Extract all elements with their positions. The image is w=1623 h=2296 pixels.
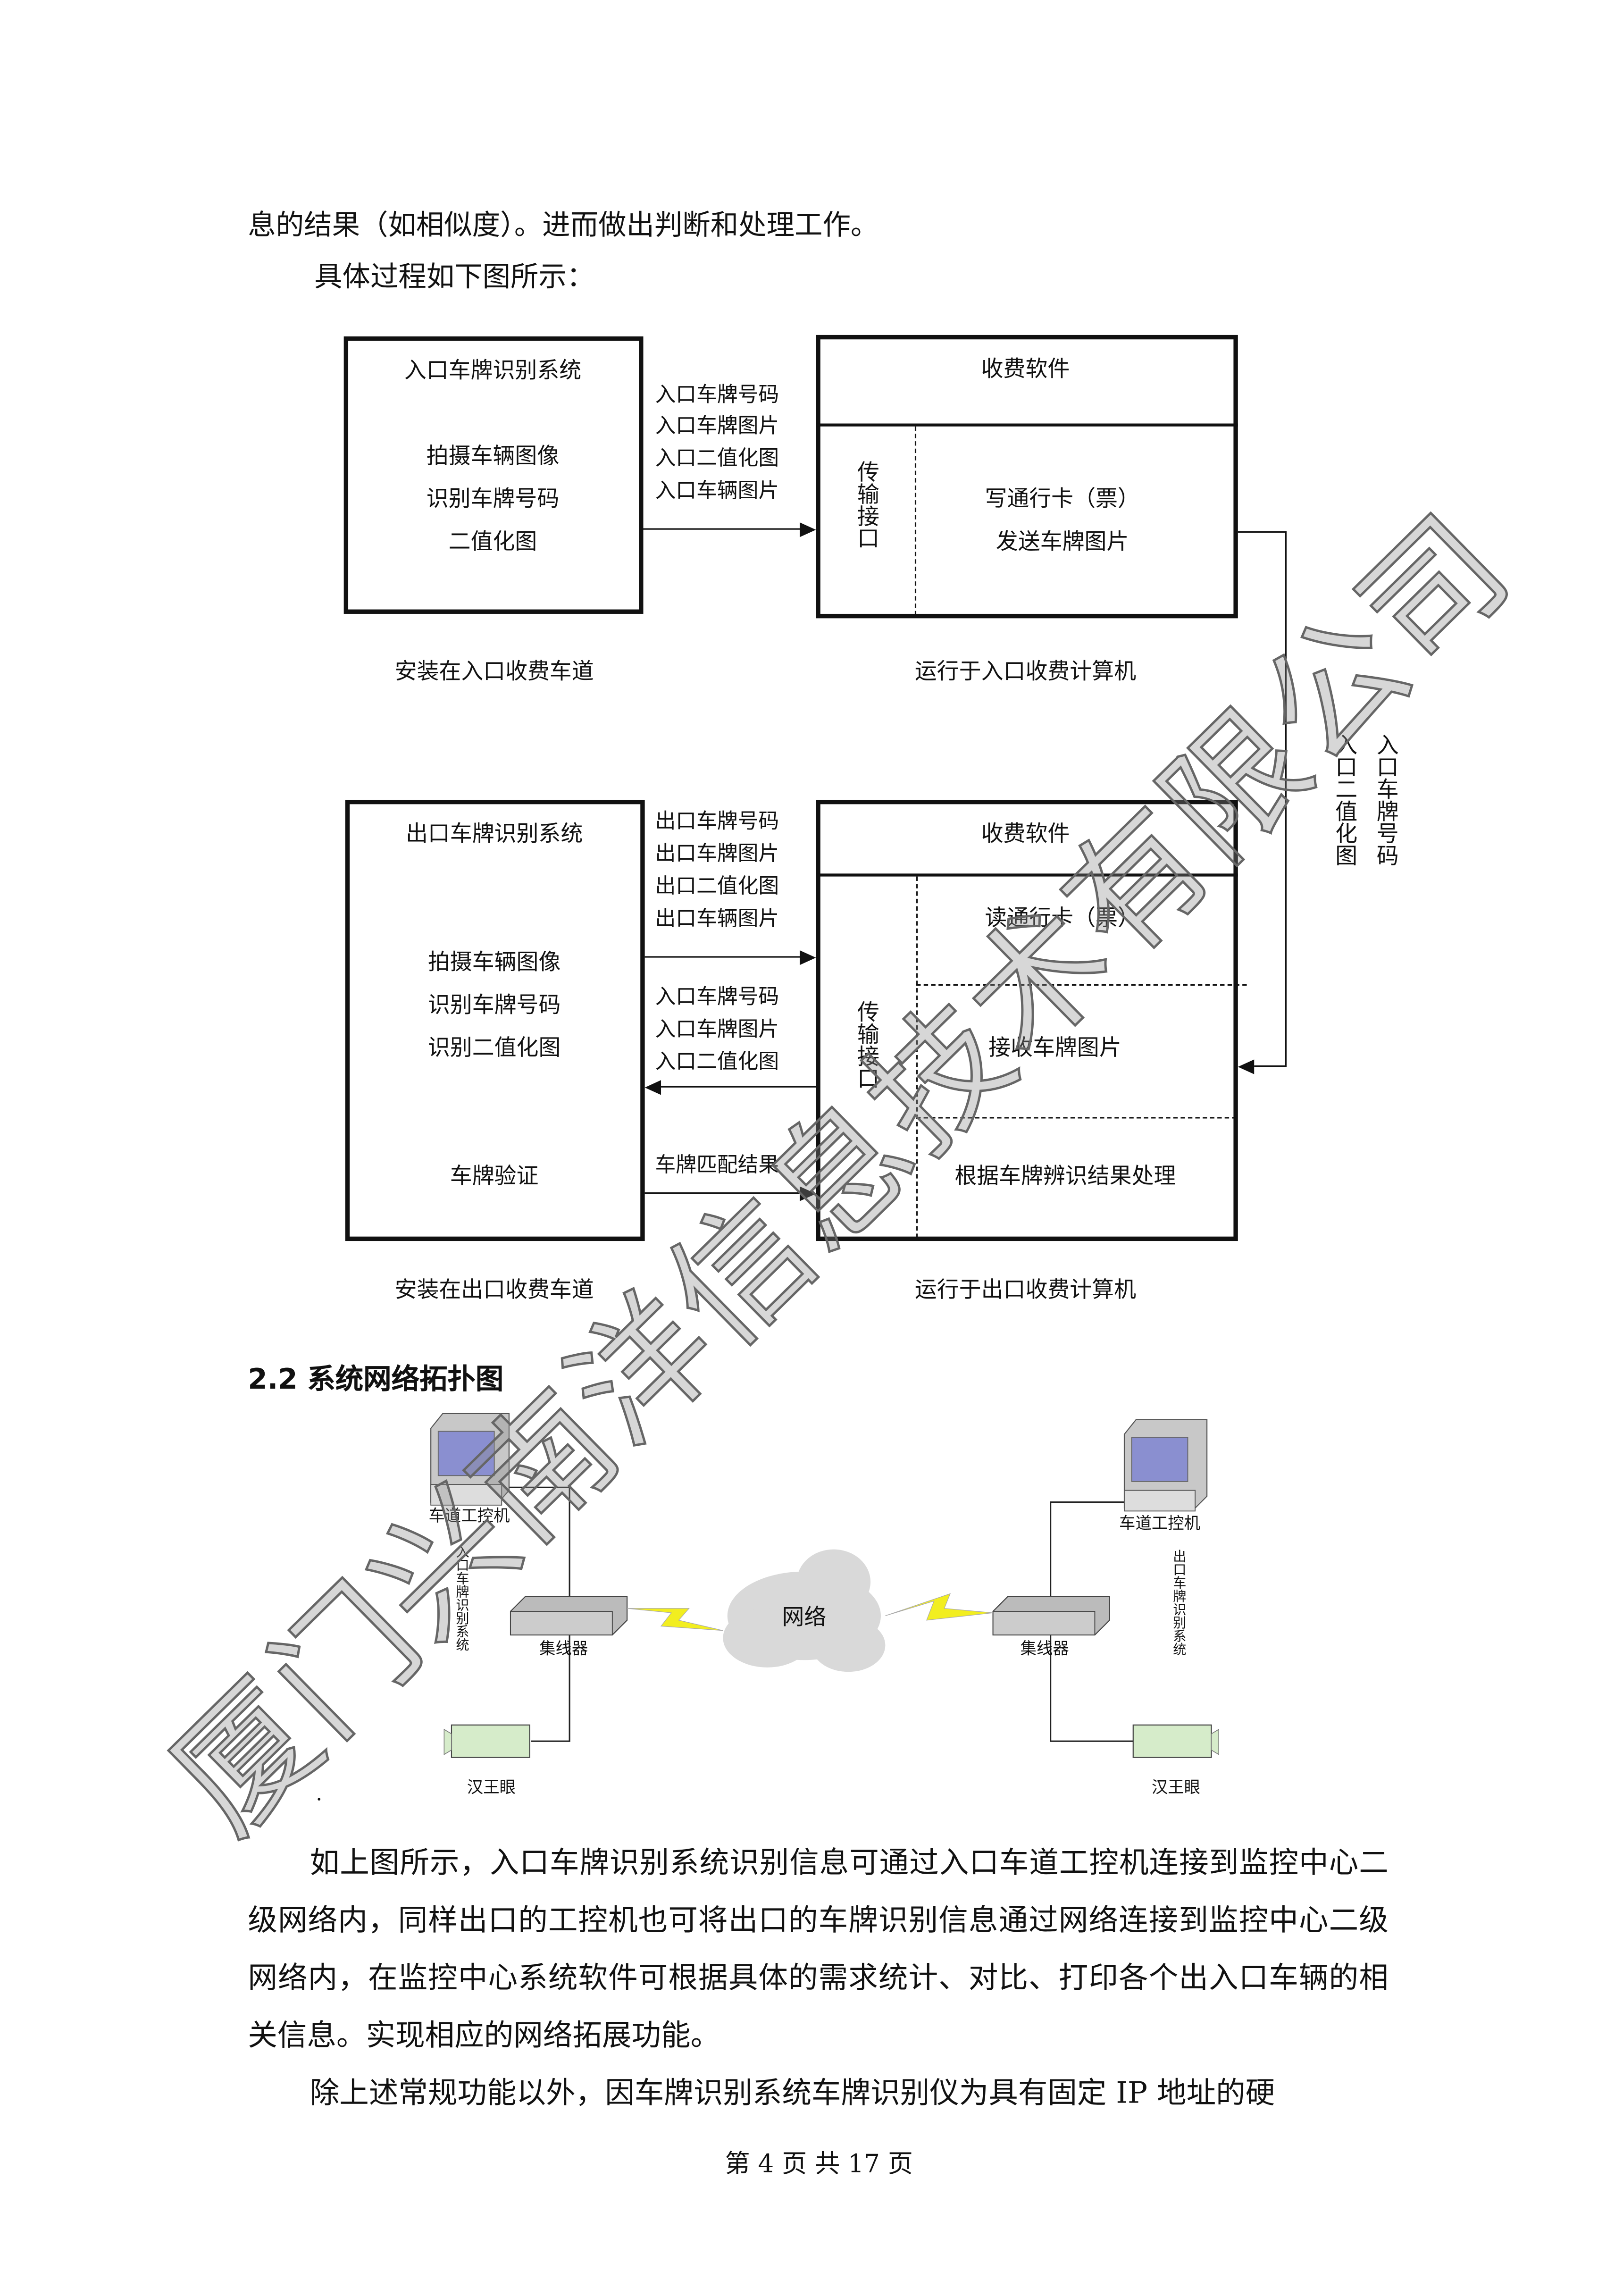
dashed-divider (916, 1117, 1237, 1119)
entry-system-item: 二值化图 (448, 528, 537, 555)
arrow-label: 入口二值化图 (655, 447, 779, 471)
stray-dot: . (316, 1782, 323, 1806)
computer-icon-right (1123, 1419, 1208, 1512)
entry-software-box (816, 335, 1238, 619)
cloud-icon (723, 1549, 886, 1672)
arrow-label: 入口车牌号码 (655, 384, 779, 408)
system-label: 出口车牌识别系统 (1170, 1549, 1185, 1656)
camera-icon-right (1132, 1724, 1219, 1758)
interface-label: 传输接口 (854, 1000, 881, 1089)
lightning-icon (885, 1593, 993, 1621)
arrow-label: 入口二值化图 (655, 1050, 779, 1074)
exit-software-title: 收费软件 (981, 820, 1070, 847)
arrow-line (643, 528, 802, 530)
side-label: 入口车牌号码 (1373, 733, 1400, 866)
arrow-label: 出口车牌号码 (655, 810, 779, 834)
entry-software-item: 写通行卡（票） (985, 485, 1140, 512)
arrow-label: 出口二值化图 (655, 875, 779, 899)
connector-line (1238, 531, 1287, 533)
hub-icon-right (992, 1596, 1110, 1636)
arrow-head-right-icon (799, 950, 816, 965)
computer-icon-left (430, 1413, 510, 1506)
exit-system-title: 出口车牌识别系统 (405, 820, 583, 847)
arrow-head-right-icon (799, 522, 816, 537)
section-heading: 2.2 系统网络拓扑图 (248, 1363, 504, 1396)
interface-label: 传输接口 (854, 460, 881, 549)
connector-line (1254, 1065, 1287, 1067)
hub-label: 集线器 (1020, 1639, 1069, 1659)
arrow-line (659, 1086, 816, 1088)
entry-system-box (343, 336, 644, 614)
side-label: 入口二值化图 (1332, 733, 1359, 866)
camera-label: 汉王眼 (1151, 1778, 1201, 1798)
exit-system-item: 识别车牌号码 (427, 991, 561, 1018)
arrow-label: 入口车辆图片 (655, 479, 779, 503)
exit-system-item: 拍摄车辆图像 (427, 948, 561, 976)
divider (816, 873, 1238, 877)
divider (816, 423, 1238, 427)
exit-system-item: 识别二值化图 (427, 1034, 561, 1061)
arrow-label: 入口车牌图片 (655, 1018, 779, 1042)
dashed-divider (914, 426, 917, 616)
caption: 运行于出口收费计算机 (914, 1276, 1137, 1303)
intro-line: 具体过程如下图所示： (314, 261, 595, 294)
entry-system-item: 拍摄车辆图像 (426, 443, 560, 469)
entry-software-item: 发送车牌图片 (996, 528, 1129, 555)
camera-label: 汉王眼 (467, 1778, 516, 1798)
camera-icon-left (443, 1724, 530, 1758)
arrow-head-left-icon (1238, 1059, 1255, 1074)
arrow-label: 入口车牌图片 (655, 414, 779, 438)
intro-line: 息的结果（如相似度）。进而做出判断和处理工作。 (248, 209, 879, 242)
computer-label: 车道工控机 (428, 1506, 510, 1526)
hub-label: 集线器 (539, 1639, 588, 1659)
arrow-label: 出口车辆图片 (655, 907, 779, 931)
arrow-line (644, 1192, 802, 1194)
connector-line (1285, 531, 1287, 1065)
exit-system-verify: 车牌验证 (450, 1163, 539, 1190)
arrow-head-right-icon (799, 1186, 816, 1201)
caption: 运行于入口收费计算机 (914, 658, 1137, 685)
lightning-icon (627, 1608, 723, 1631)
hub-icon-left (510, 1596, 628, 1636)
caption: 安装在入口收费车道 (394, 658, 594, 685)
system-label: 入口车牌识别系统 (453, 1545, 468, 1651)
page-footer: 第 4 页 共 17 页 (725, 2150, 913, 2180)
exit-software-read: 读通行卡（票） (985, 905, 1140, 931)
exit-software-process: 根据车牌辨识结果处理 (954, 1163, 1176, 1190)
cloud-label: 网络 (782, 1604, 827, 1631)
arrow-head-left-icon (644, 1080, 661, 1095)
exit-software-receive: 接收车牌图片 (988, 1034, 1121, 1061)
arrow-label: 入口车牌号码 (655, 986, 779, 1010)
dashed-divider (916, 984, 1247, 986)
entry-system-title: 入口车牌识别系统 (404, 357, 582, 384)
arrow-label: 车牌匹配结果 (655, 1154, 779, 1178)
body-paragraph: 如上图所示，入口车牌识别系统识别信息可通过入口车道工控机连接到监控中心二级网络内… (248, 1844, 1389, 2053)
arrow-label: 出口车牌图片 (655, 842, 779, 866)
computer-label: 车道工控机 (1119, 1514, 1201, 1533)
caption: 安装在出口收费车道 (394, 1276, 594, 1303)
body-paragraph: 除上述常规功能以外，因车牌识别系统车牌识别仪为具有固定 IP 地址的硬 (310, 2074, 1275, 2111)
arrow-line (644, 956, 802, 958)
entry-software-title: 收费软件 (981, 355, 1070, 382)
dashed-divider (916, 876, 918, 1238)
exit-system-box (345, 799, 645, 1241)
exit-software-box (816, 799, 1238, 1241)
entry-system-item: 识别车牌号码 (426, 485, 560, 512)
